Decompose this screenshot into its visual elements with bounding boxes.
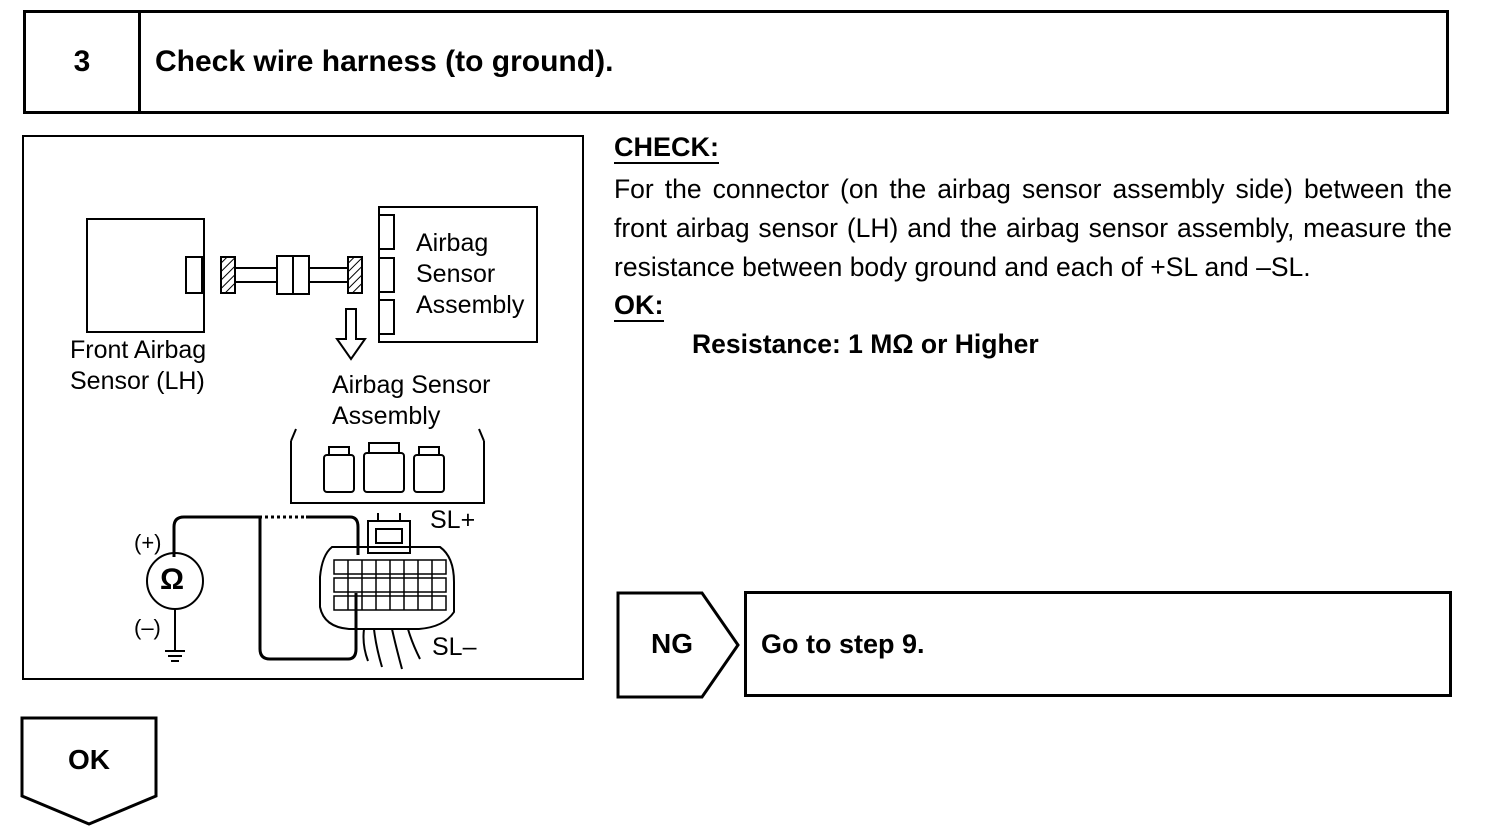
ng-label: NG	[651, 628, 693, 659]
check-heading: CHECK:	[614, 132, 719, 164]
front-sensor-connector	[185, 256, 203, 294]
terminal-3	[413, 454, 445, 493]
probe-lead-plus	[172, 515, 360, 557]
check-text: For the connector (on the airbag sensor …	[614, 174, 1452, 282]
ng-action-text: Go to step 9.	[761, 628, 925, 659]
harness-connector-left	[220, 256, 236, 294]
front-sensor-label: Front Airbag Sensor (LH)	[70, 336, 207, 395]
check-block: CHECK: For the connector (on the airbag …	[614, 132, 1452, 362]
ng-arrow-shape	[616, 591, 740, 699]
meter-plus-label: (+)	[134, 530, 162, 555]
ground-symbol	[165, 650, 185, 662]
probe-lead-minus	[258, 517, 358, 661]
ok-arrow-shape	[20, 716, 158, 826]
ohm-symbol: Ω	[160, 563, 185, 596]
step-header: 3 Check wire harness (to ground).	[23, 10, 1449, 114]
harness-connector-right	[347, 256, 363, 294]
sensor-assembly-label-top: Airbag Sensor Assembly	[416, 229, 525, 319]
wiring-diagram: Front Airbag Sensor (LH) Airbag Sensor A…	[22, 135, 584, 680]
meter-minus-label: (–)	[134, 615, 161, 640]
front-sensor-body	[86, 218, 205, 333]
step-number: 3	[26, 13, 141, 111]
terminal-1	[323, 454, 355, 493]
sensor-assembly-label-mid: Airbag Sensor Assembly	[332, 371, 491, 430]
ok-heading: OK:	[614, 290, 664, 322]
ng-action-box: Go to step 9.	[744, 591, 1452, 697]
terminal-2	[363, 452, 405, 493]
sl-plus-label: SL+	[430, 506, 476, 534]
diagram-drawing	[86, 206, 538, 670]
resistance-spec: Resistance: 1 MΩ or Higher	[692, 329, 1039, 359]
step-title: Check wire harness (to ground).	[155, 45, 614, 78]
multi-pin-connector	[319, 546, 455, 630]
ok-label: OK	[68, 744, 110, 775]
sl-minus-label: SL–	[432, 633, 477, 661]
down-arrow	[335, 308, 367, 361]
